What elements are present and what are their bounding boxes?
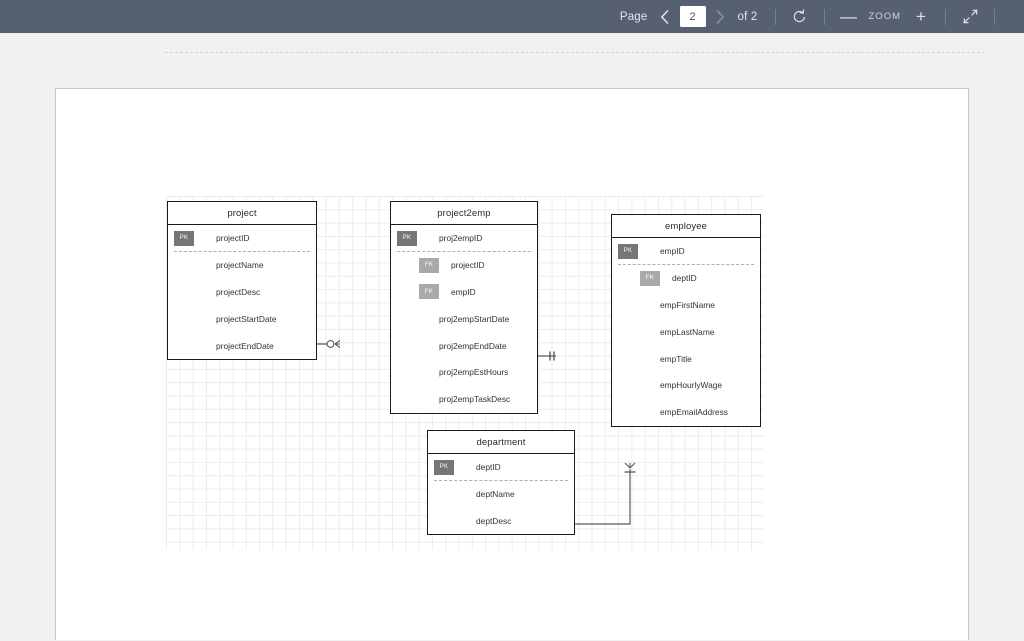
zoom-out-button[interactable]: — bbox=[840, 7, 857, 26]
total-pages-label: of 2 bbox=[737, 10, 758, 23]
toolbar-divider-4 bbox=[994, 8, 995, 25]
table-row[interactable]: empFirstName bbox=[612, 292, 760, 319]
table-row[interactable]: proj2empEstHours bbox=[391, 359, 537, 386]
table-row[interactable]: empTitle bbox=[612, 345, 760, 372]
er-table-title: employee bbox=[611, 214, 761, 238]
table-row[interactable]: deptDesc bbox=[428, 508, 574, 535]
table-row[interactable]: projectDesc bbox=[168, 279, 316, 306]
table-row[interactable]: PK empID bbox=[612, 238, 760, 265]
toolbar-divider-2 bbox=[823, 8, 825, 25]
attribute-name: deptName bbox=[476, 489, 515, 500]
document-page: project PK projectID projectName project… bbox=[55, 88, 969, 640]
attribute-name: projectStartDate bbox=[216, 313, 277, 324]
er-table-department[interactable]: department PK deptID deptName deptDesc bbox=[427, 430, 575, 536]
table-row[interactable]: PK projectID bbox=[168, 225, 316, 252]
er-table-body: PK projectID projectName projectDesc pro… bbox=[167, 225, 317, 360]
page-label: Page bbox=[619, 10, 648, 23]
chevron-left-icon bbox=[661, 9, 669, 24]
table-row[interactable]: empHourlyWage bbox=[612, 372, 760, 399]
er-table-body: PK deptID deptName deptDesc bbox=[427, 454, 575, 536]
pk-badge: PK bbox=[618, 243, 638, 259]
attribute-name: deptID bbox=[672, 273, 697, 284]
table-row[interactable]: PK proj2empID bbox=[391, 225, 537, 252]
er-table-project[interactable]: project PK projectID projectName project… bbox=[167, 201, 317, 360]
attribute-name: proj2empStartDate bbox=[439, 313, 510, 324]
er-table-body: PK proj2empID FK projectID FK empID proj… bbox=[390, 225, 538, 414]
zoom-group: — ZOOM + bbox=[836, 0, 935, 33]
attribute-name: proj2empTaskDesc bbox=[439, 394, 511, 405]
table-row[interactable]: empEmailAddress bbox=[612, 399, 760, 426]
collapse-arrows-icon bbox=[963, 9, 977, 24]
table-row[interactable]: proj2empEndDate bbox=[391, 332, 537, 359]
fk-badge: FK bbox=[419, 257, 439, 273]
er-table-project2emp[interactable]: project2emp PK proj2empID FK projectID F… bbox=[390, 201, 538, 414]
prev-page-button[interactable] bbox=[654, 0, 676, 33]
er-table-title: department bbox=[427, 430, 575, 454]
attribute-name: projectID bbox=[216, 233, 250, 244]
toolbar-divider-1 bbox=[774, 8, 776, 25]
table-row[interactable]: projectEndDate bbox=[168, 332, 316, 359]
attribute-name: empLastName bbox=[660, 326, 715, 337]
attribute-name: empEmailAddress bbox=[660, 407, 728, 418]
attribute-name: empTitle bbox=[660, 353, 692, 364]
attribute-name: projectDesc bbox=[216, 286, 261, 297]
table-row[interactable]: FK empID bbox=[391, 279, 537, 306]
attribute-name: empFirstName bbox=[660, 299, 715, 310]
attribute-name: proj2empEstHours bbox=[439, 367, 509, 378]
table-row[interactable]: deptName bbox=[428, 481, 574, 508]
er-table-title: project2emp bbox=[390, 201, 538, 225]
fit-to-screen-button[interactable] bbox=[957, 0, 983, 33]
attribute-name: deptDesc bbox=[476, 515, 512, 526]
er-table-title: project bbox=[167, 201, 317, 225]
page-number-input[interactable] bbox=[679, 6, 706, 27]
fk-badge: FK bbox=[640, 270, 660, 286]
rotate-ccw-icon bbox=[793, 9, 805, 23]
zoom-label: ZOOM bbox=[868, 11, 901, 22]
pk-badge: PK bbox=[174, 230, 194, 246]
fk-badge: FK bbox=[419, 284, 439, 300]
table-row[interactable]: FK projectID bbox=[391, 252, 537, 279]
attribute-name: empHourlyWage bbox=[660, 380, 723, 391]
table-row[interactable]: projectName bbox=[168, 252, 316, 279]
table-row[interactable]: PK deptID bbox=[428, 454, 574, 481]
table-row[interactable]: empLastName bbox=[612, 318, 760, 345]
attribute-name: deptID bbox=[476, 462, 501, 473]
attribute-name: empID bbox=[451, 286, 476, 297]
reset-view-button[interactable] bbox=[787, 0, 813, 33]
attribute-name: proj2empEndDate bbox=[439, 340, 507, 351]
attribute-name: projectEndDate bbox=[216, 340, 274, 351]
attribute-name: empID bbox=[660, 246, 685, 257]
pk-badge: PK bbox=[397, 230, 417, 246]
pk-badge: PK bbox=[434, 459, 454, 475]
er-table-employee[interactable]: employee PK empID FK deptID empFirstName… bbox=[611, 214, 761, 427]
table-row[interactable]: projectStartDate bbox=[168, 305, 316, 332]
chevron-right-icon bbox=[716, 9, 725, 24]
page-break-rule bbox=[165, 52, 985, 53]
attribute-name: projectName bbox=[216, 260, 264, 271]
viewer-toolbar: Page of 2 — ZOOM + bbox=[0, 0, 1024, 33]
next-page-button[interactable] bbox=[710, 0, 732, 33]
toolbar-divider-3 bbox=[945, 8, 946, 25]
table-row[interactable]: proj2empTaskDesc bbox=[391, 386, 537, 413]
attribute-name: projectID bbox=[451, 260, 485, 271]
er-table-body: PK empID FK deptID empFirstName empLastN… bbox=[611, 238, 761, 427]
pagination-group: Page of 2 bbox=[614, 0, 764, 33]
table-row[interactable]: proj2empStartDate bbox=[391, 305, 537, 332]
attribute-name: proj2empID bbox=[439, 233, 483, 244]
table-row[interactable]: FK deptID bbox=[612, 265, 760, 292]
er-diagram[interactable]: project PK projectID projectName project… bbox=[56, 89, 970, 641]
zoom-in-button[interactable]: + bbox=[916, 7, 926, 26]
